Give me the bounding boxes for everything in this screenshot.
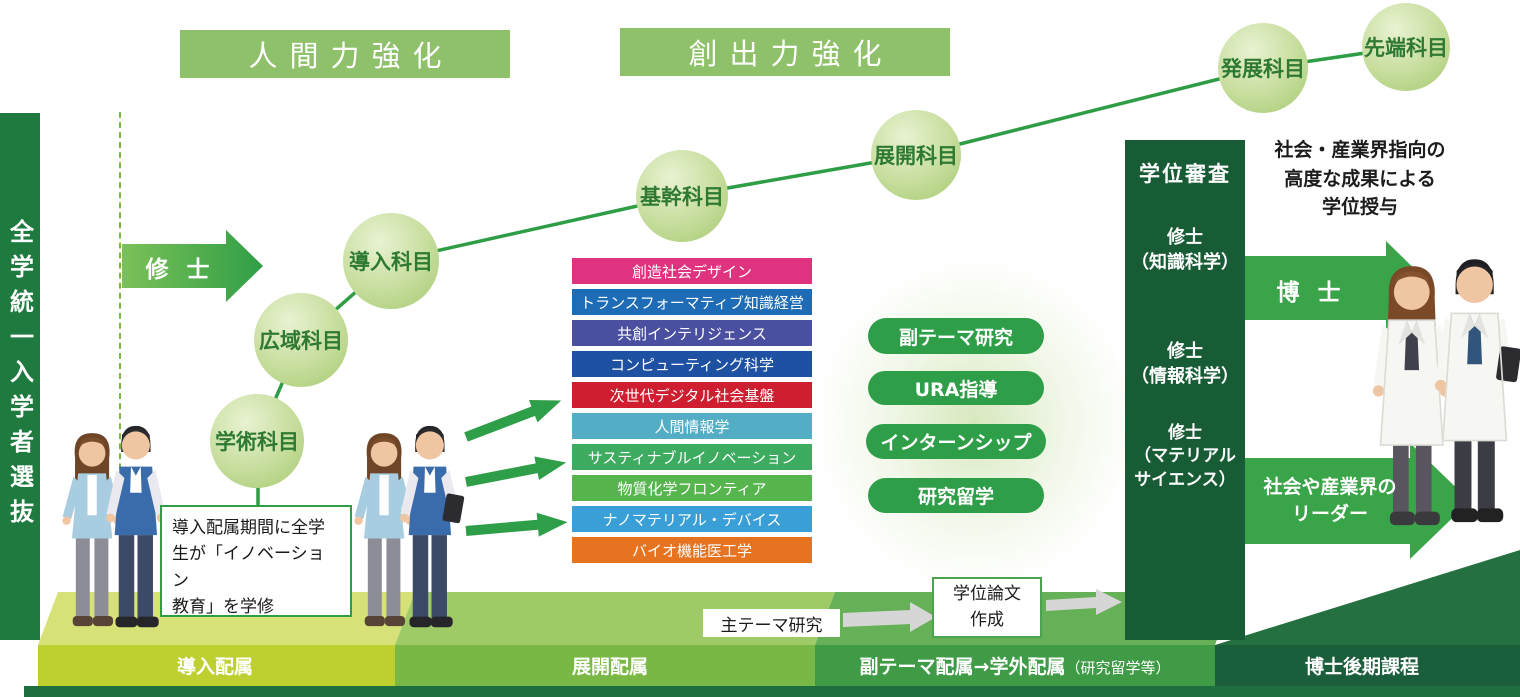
degree-award-note: 社会・産業界指向の 高度な成果による 学位授与 <box>1274 139 1446 218</box>
leader-arrow-label: 社会や産業界の リーダー <box>1263 476 1397 525</box>
subject-bar-transformative-knowledge: トランスフォーマティブ知識経営 <box>572 289 812 315</box>
innovation-education-note: 導入配属期間に全学 生が「イノベーション 教育」を学修 <box>160 505 352 617</box>
stage-circle-broad: 広域科目 <box>254 293 348 387</box>
band-label-development: 展開配属 <box>571 656 648 678</box>
doctor-arrow <box>1245 241 1434 335</box>
subject-bar-co-creation-intelligence: 共創インテリジェンス <box>572 320 812 346</box>
subject-bar-human-informatics: 人間情報学 <box>572 413 812 439</box>
platform-front-bands <box>24 645 1520 697</box>
main-theme-research-box: 主テーマ研究 <box>703 609 840 637</box>
pill-study-abroad: 研究留学 <box>868 478 1044 513</box>
band-intro <box>38 645 395 686</box>
band-label-subtheme-main: 副テーマ配属→学外配属 <box>859 656 1066 678</box>
stage-circle-cutting-edge: 先端科目 <box>1362 3 1450 91</box>
pill-subtheme-research: 副テーマ研究 <box>868 318 1044 354</box>
stage-circle-advanced: 発展科目 <box>1218 23 1308 113</box>
band-label-subtheme: 副テーマ配属→学外配属（研究留学等） <box>820 652 1210 679</box>
process-arrows <box>843 589 1122 632</box>
subject-bar-nanomaterial-devices: ナノマテリアル・デバイス <box>572 506 812 532</box>
leader-arrow <box>1245 443 1470 559</box>
masters-arrow-label: 修 士 <box>145 256 215 283</box>
degree-materials-science: 修士 （マテリアル サイエンス） <box>1134 423 1236 490</box>
assignment-arrows <box>461 389 569 543</box>
students-middle-group <box>354 425 465 628</box>
platform-base-strip <box>24 686 1520 697</box>
band-label-doctoral: 博士後期課程 <box>1304 656 1419 678</box>
degree-review-tower: 学位審査 修士 （知識科学） 修士 （情報科学） 修士 （マテリアル サイエンス… <box>1125 140 1245 640</box>
band-doctoral <box>1215 645 1520 686</box>
band-development <box>395 645 815 686</box>
header-creation-power: 創出力強化 <box>620 28 950 76</box>
stage-circle-introductory: 導入科目 <box>343 213 439 309</box>
subject-bar-computing-science: コンピューティング科学 <box>572 351 812 377</box>
subject-bar-digital-infrastructure: 次世代デジタル社会基盤 <box>572 382 812 408</box>
entrance-selection-label: 全学統一入学者選抜 <box>5 219 35 534</box>
thesis-writing-box: 学位論文 作成 <box>932 577 1042 638</box>
doctor-arrow-label: 博 士 <box>1276 279 1346 306</box>
subject-bar-social-design: 創造社会デザイン <box>572 258 812 284</box>
header-human-power: 人間力強化 <box>180 30 510 78</box>
band-subtheme <box>815 645 1215 686</box>
doctoral-ramp <box>1215 550 1520 645</box>
degree-knowledge-science: 修士 （知識科学） <box>1131 227 1239 273</box>
degree-information-science: 修士 （情報科学） <box>1131 341 1239 387</box>
pill-ura-guidance: URA指導 <box>868 371 1044 405</box>
entrance-selection-bar: 全学統一入学者選抜 <box>0 113 40 640</box>
band-label-subtheme-suffix: （研究留学等） <box>1065 659 1171 677</box>
degree-review-title: 学位審査 <box>1139 162 1231 186</box>
band-label-intro: 導入配属 <box>176 656 253 678</box>
masters-arrow <box>122 230 263 302</box>
pill-internship: インターンシップ <box>866 424 1046 459</box>
subject-bar-materials-chemistry: 物質化学フロンティア <box>572 475 812 501</box>
support-glow <box>815 258 1135 588</box>
subject-bar-bio-medical-engineering: バイオ機能医工学 <box>572 537 812 563</box>
stage-circle-academic: 学術科目 <box>210 394 304 488</box>
subject-bar-sustainable-innovation: サスティナブルイノベーション <box>572 444 812 470</box>
stage-circle-development: 展開科目 <box>871 110 961 200</box>
entrance-dashed-line <box>119 112 121 640</box>
stage-circle-core: 基幹科目 <box>636 150 728 242</box>
